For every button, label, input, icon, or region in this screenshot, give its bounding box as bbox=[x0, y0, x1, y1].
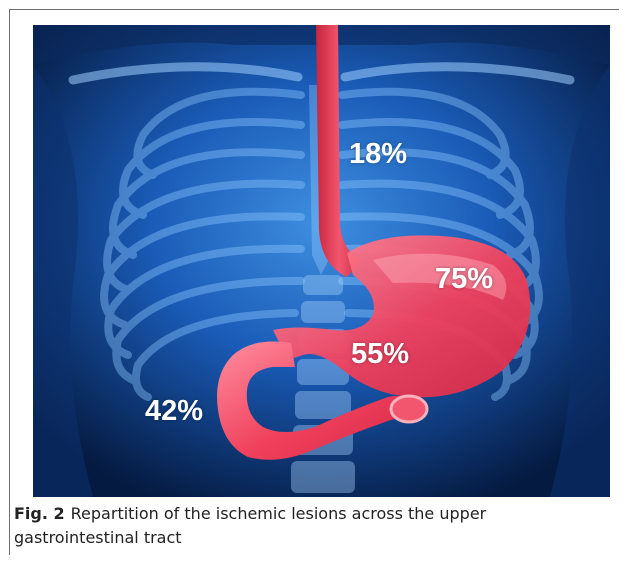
frame-top-border bbox=[9, 9, 619, 10]
frame-left-border bbox=[9, 9, 10, 555]
anatomy-illustration: 18% 75% 55% 42% bbox=[33, 25, 610, 497]
duodenum-end bbox=[391, 396, 427, 422]
chest-xray-graphic bbox=[33, 25, 610, 497]
stomach-fundus-percentage-label: 75% bbox=[435, 263, 493, 296]
stomach-antrum-percentage-label: 55% bbox=[351, 338, 409, 371]
duodenum-percentage-label: 42% bbox=[145, 395, 203, 428]
esophagus-percentage-label: 18% bbox=[349, 138, 407, 171]
figure-number: Fig. 2 bbox=[14, 504, 65, 523]
caption-text: Repartition of the ischemic lesions acro… bbox=[14, 504, 486, 547]
